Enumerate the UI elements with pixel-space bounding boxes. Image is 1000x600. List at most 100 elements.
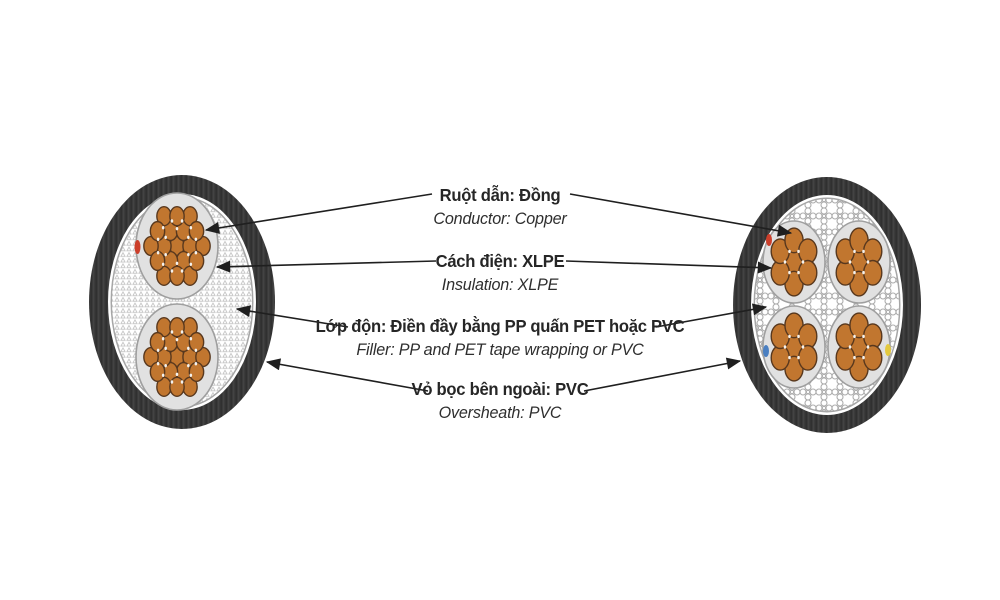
strand-junction-dot — [797, 270, 800, 275]
strand-junction-dot — [797, 355, 800, 360]
strand-junction-dot — [853, 270, 856, 275]
leader-line — [565, 260, 773, 274]
strand-junction-dot — [189, 226, 193, 230]
label-insulation-en: Insulation: XLPE — [441, 275, 559, 294]
strand-junction-dot — [156, 348, 160, 353]
leader-line — [265, 358, 429, 392]
strand-junction-dot — [180, 219, 184, 223]
label-conductor: Ruột dẫn: Đồng Conductor: Copper — [433, 184, 566, 230]
strand-junction-dot — [853, 355, 856, 360]
label-oversheath-vi: Vỏ bọc bên ngoài: PVC — [411, 379, 589, 399]
strand-junction-dot — [194, 250, 198, 255]
label-conductor-en: Conductor: Copper — [433, 209, 567, 228]
strand-junction-dot — [170, 330, 174, 334]
strand-junction-dot — [783, 260, 787, 264]
label-conductor-vi: Ruột dẫn: Đồng — [439, 185, 561, 205]
strand-junction-dot — [797, 249, 800, 254]
strand-junction-dot — [866, 345, 870, 349]
core-phase-mark — [134, 240, 141, 254]
strand-junction-dot — [175, 226, 179, 231]
core-phase-mark — [766, 234, 772, 246]
conductor-strand — [169, 206, 185, 227]
label-filler-en: Filler: PP and PET tape wrapping or PVC — [356, 340, 644, 359]
strand-junction-dot — [801, 260, 805, 264]
strand-junction-dot — [788, 355, 791, 360]
strand-junction-dot — [187, 252, 190, 257]
strand-junction-dot — [862, 355, 865, 360]
strand-junction-dot — [156, 250, 160, 255]
core — [827, 305, 891, 389]
strand-junction-dot — [175, 337, 179, 342]
strand-junction-dot — [862, 249, 865, 254]
conductor-strand — [149, 250, 166, 272]
strand-junction-dot — [189, 337, 193, 341]
strand-junction-dot — [180, 380, 184, 384]
strand-junction-dot — [848, 260, 852, 264]
conductor-strand — [149, 331, 166, 353]
strand-junction-dot — [187, 363, 190, 368]
strand-junction-dot — [170, 380, 174, 384]
core — [762, 220, 826, 304]
left-cable-2core — [89, 175, 275, 429]
strand-junction-dot — [180, 269, 184, 273]
strand-junction-dot — [164, 235, 167, 240]
conductor-strand — [188, 220, 205, 242]
strand-junction-dot — [194, 237, 198, 242]
strand-junction-dot — [170, 219, 174, 223]
conductor-strand — [169, 317, 185, 338]
strand-junction-dot — [164, 346, 167, 351]
strand-junction-dot — [866, 260, 870, 264]
leader-line — [204, 193, 433, 234]
strand-junction-dot — [194, 361, 198, 366]
strand-junction-dot — [156, 237, 160, 242]
conductor-strand — [169, 265, 185, 286]
strand-junction-dot — [170, 269, 174, 273]
conductor-strand — [798, 259, 818, 286]
label-insulation-vi: Cách điện: XLPE — [435, 251, 565, 271]
strand-junction-dot — [161, 337, 165, 341]
strand-junction-dot — [788, 249, 791, 254]
leader-line — [655, 303, 768, 328]
strand-junction-dot — [180, 330, 184, 334]
strand-junction-dot — [797, 334, 800, 339]
leader-line — [569, 193, 793, 237]
conductor-strand — [188, 250, 205, 272]
strand-junction-dot — [189, 373, 193, 377]
conductor-strand — [863, 259, 883, 286]
strand-junction-dot — [161, 373, 165, 377]
strand-junction-dot — [788, 334, 791, 339]
strand-junction-dot — [175, 372, 179, 377]
core — [762, 305, 826, 389]
strand-junction-dot — [862, 334, 865, 339]
strand-junction-dot — [862, 270, 865, 275]
strand-junction-dot — [848, 345, 852, 349]
label-oversheath-en: Oversheath: PVC — [438, 403, 562, 422]
conductor-strand — [188, 361, 205, 383]
conductor-strand — [149, 361, 166, 383]
strand-junction-dot — [853, 249, 856, 254]
strand-junction-dot — [187, 346, 190, 351]
conductor-strand — [798, 344, 818, 371]
strand-junction-dot — [156, 361, 160, 366]
strand-junction-dot — [187, 235, 190, 240]
core — [135, 192, 219, 300]
strand-junction-dot — [161, 262, 165, 266]
core — [827, 220, 891, 304]
core — [135, 303, 219, 411]
label-filler-vi: Lớp độn: Điền đầy bằng PP quấn PET hoặc … — [315, 316, 685, 336]
right-cable-4core — [733, 177, 921, 433]
strand-junction-dot — [189, 262, 193, 266]
strand-junction-dot — [194, 348, 198, 353]
label-insulation: Cách điện: XLPE Insulation: XLPE — [436, 250, 565, 296]
leader-line — [583, 357, 742, 392]
strand-junction-dot — [788, 270, 791, 275]
strand-junction-dot — [161, 226, 165, 230]
strand-junction-dot — [853, 334, 856, 339]
conductor-strand — [188, 331, 205, 353]
core-phase-mark — [763, 345, 769, 357]
strand-junction-dot — [164, 363, 167, 368]
conductor-strand — [169, 376, 185, 397]
leader-line — [235, 305, 349, 328]
